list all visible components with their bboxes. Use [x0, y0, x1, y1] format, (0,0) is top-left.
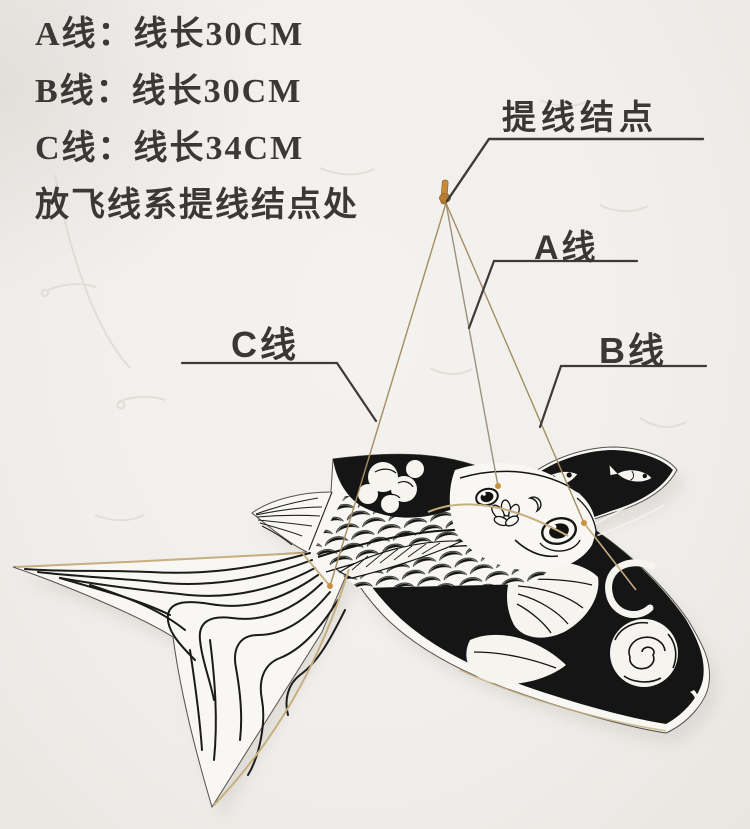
- fish-head: [449, 462, 598, 572]
- rose-motif: [610, 619, 678, 687]
- crescent-mark: [527, 496, 542, 513]
- spec-line-a: A线：线长30CM: [35, 16, 305, 53]
- leader-line-a: [467, 259, 639, 330]
- leader-line-b: [538, 364, 708, 429]
- left-fin-veins: [255, 491, 333, 551]
- spec-note: 放飞线系提线结点处: [35, 187, 359, 224]
- dorsal-fin: [338, 540, 463, 579]
- bridle-strings: [327, 202, 587, 589]
- leader-line-c: [180, 361, 378, 423]
- line-c-label: C线: [231, 324, 299, 365]
- spec-line-c: C线：线长34CM: [35, 130, 305, 167]
- string-c-knot: [327, 583, 333, 589]
- line-a-label: A线: [534, 229, 599, 267]
- bamboo-spars: [15, 503, 667, 806]
- fish-eye-left: [475, 487, 499, 507]
- string-b-knot: [581, 520, 587, 526]
- fin-rib-strokes: [589, 486, 665, 537]
- backdrop-wrinkles: [41, 99, 687, 522]
- tail-flow-lines: [24, 552, 346, 776]
- kite: [12, 446, 711, 809]
- string-a-knot: [495, 483, 501, 489]
- peony-motif: [358, 460, 424, 513]
- bridle-knot-stick: [439, 179, 451, 205]
- line-b-label: B线: [599, 330, 667, 371]
- lower-leaf-vein: [473, 651, 557, 669]
- lower-leaf: [466, 634, 566, 685]
- dorsal-fin-hatching: [351, 542, 441, 571]
- annotation-leader-lines: [180, 137, 708, 429]
- bridle-string-b: [445, 202, 585, 524]
- fin-fish-motif-2: [609, 465, 652, 482]
- bridle-string-c: [329, 202, 447, 587]
- white-curl-motif: [605, 559, 656, 619]
- bridle-string-a: [445, 202, 499, 487]
- bridle-point-label: 提线结点: [502, 99, 658, 137]
- spec-line-b: B线：线长30CM: [35, 73, 303, 110]
- leader-bridle-point: [445, 137, 705, 203]
- small-curl: [690, 690, 699, 712]
- spec-text-block: A线：线长30CM B线：线长30CM C线：线长34CM 放飞线系提线结点处: [35, 6, 359, 234]
